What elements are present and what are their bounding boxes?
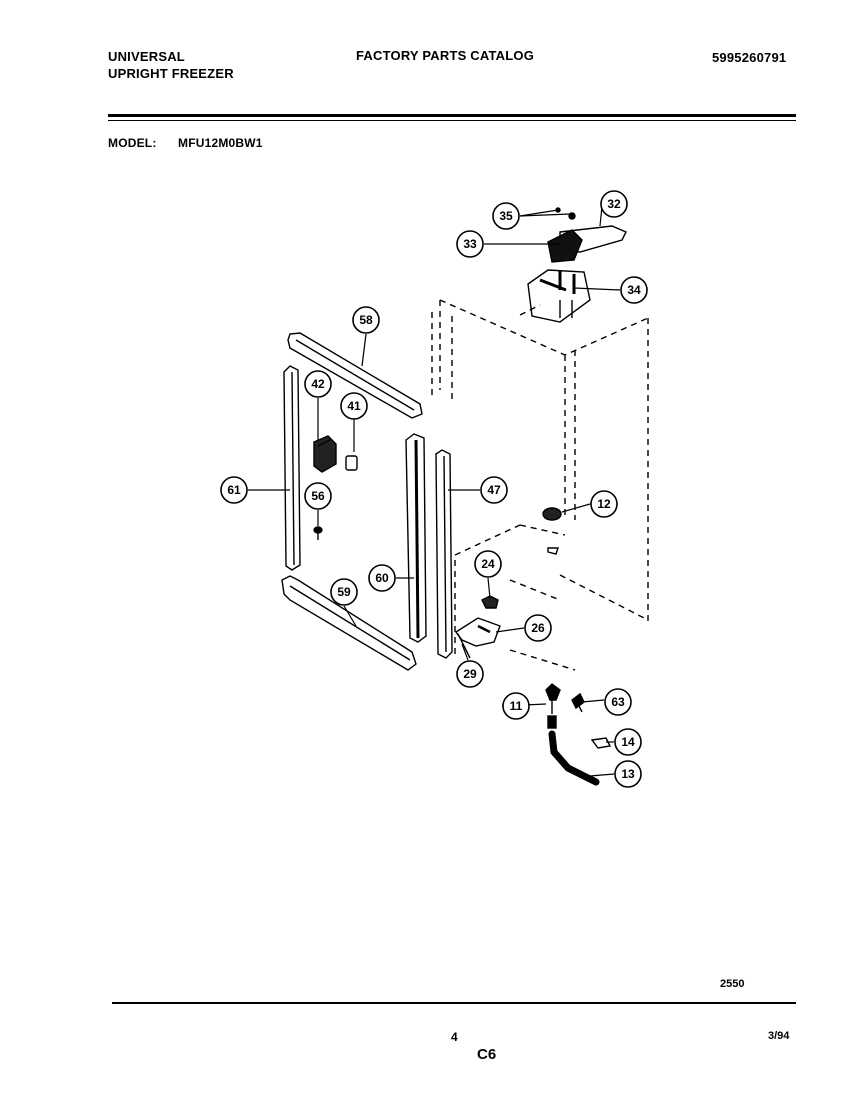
callout-42: 42 [311, 377, 325, 391]
leader-lines [248, 205, 621, 777]
date: 3/94 [768, 1030, 790, 1042]
callout-60: 60 [375, 571, 389, 585]
cabinet-outline [431, 299, 649, 671]
part-14-clip [590, 737, 612, 749]
part-56-screw [313, 526, 323, 540]
callout-56: 56 [311, 489, 325, 503]
brand-line-1: UNIVERSAL [108, 49, 185, 64]
catalog-title: FACTORY PARTS CATALOG [356, 48, 535, 63]
part-26-29-bracket [454, 617, 501, 659]
part-11-drain-plug [545, 683, 561, 729]
callout-59: 59 [337, 585, 351, 599]
callout-29: 29 [463, 667, 477, 681]
part-41-spacer [345, 455, 358, 471]
callout-circles [220, 190, 648, 788]
section-code: C6 [477, 1046, 497, 1063]
callout-13: 13 [621, 767, 635, 781]
part-13-drain-tube [548, 730, 600, 786]
callout-35: 35 [499, 209, 513, 223]
brand-line-2: UPRIGHT FREEZER [108, 66, 234, 81]
callout-14: 14 [621, 735, 635, 749]
part-60-right-gasket [405, 433, 427, 643]
footer-rule [112, 1002, 796, 1004]
part-63-cap [571, 692, 585, 713]
callout-33: 33 [463, 237, 477, 251]
model-label: MODEL: [108, 136, 157, 150]
model-value: MFU12M0BW1 [178, 136, 263, 150]
callout-24: 24 [481, 557, 495, 571]
callout-47: 47 [487, 483, 501, 497]
part-12-light-socket [542, 507, 562, 555]
drawing-number: 2550 [720, 978, 745, 990]
header-rule [108, 114, 796, 117]
callout-41: 41 [347, 399, 361, 413]
part-42-hinge [313, 435, 337, 473]
page-number: 4 [451, 1030, 458, 1044]
part-58-top-gasket [287, 332, 423, 419]
part-61-left-gasket [283, 365, 301, 571]
callout-32: 32 [607, 197, 621, 211]
part-24-nut [481, 595, 499, 609]
catalog-number: 5995260791 [712, 50, 787, 65]
part-32-33-34-control-assembly [527, 207, 627, 323]
callout-61: 61 [227, 483, 241, 497]
part-47-breaker-strip [435, 449, 453, 659]
header-rule-thin [108, 120, 796, 121]
callout-63: 63 [611, 695, 625, 709]
callout-26: 26 [531, 621, 545, 635]
part-59-bottom-gasket [281, 575, 417, 671]
callout-12: 12 [597, 497, 611, 511]
callout-34: 34 [627, 283, 641, 297]
callout-11: 11 [510, 699, 523, 713]
callout-58: 58 [359, 313, 373, 327]
